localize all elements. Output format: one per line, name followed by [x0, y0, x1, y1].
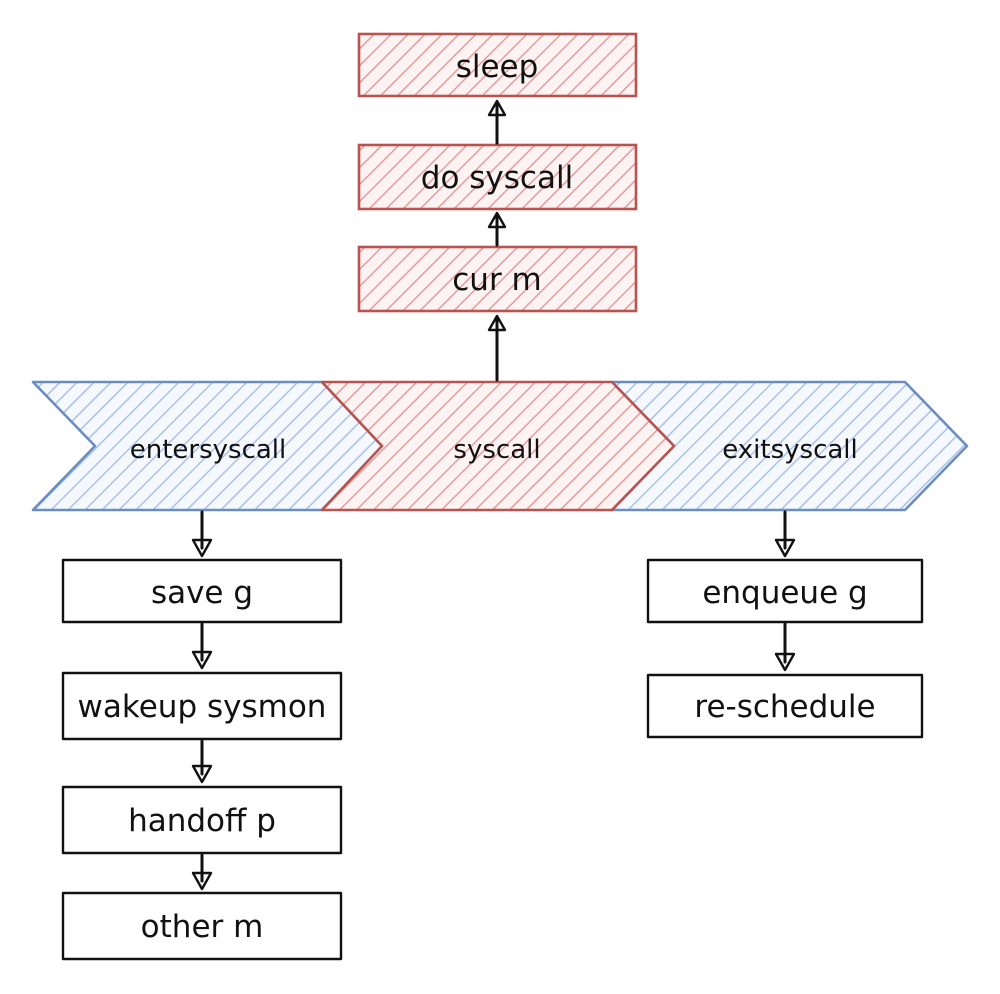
box-save-g: save g [61, 558, 343, 624]
syscall-label: syscall [453, 435, 540, 465]
wakeup-sysmon-label: wakeup sysmon [78, 689, 327, 725]
box-re-schedule: re-schedule [646, 673, 924, 739]
cur-m-label: cur m [452, 262, 542, 298]
arrow-do-syscall-to-sleep [487, 99, 507, 145]
box-sleep: sleep [357, 32, 638, 98]
arrow-entersyscall-to-save-g [191, 510, 213, 558]
entersyscall-label: entersyscall [130, 435, 287, 465]
chevron-entersyscall: entersyscall [31, 380, 384, 512]
save-g-label: save g [151, 575, 253, 611]
arrow-exitsyscall-to-enqueue-g [774, 510, 796, 558]
arrow-enqueue-g-to-re-schedule [774, 622, 796, 672]
arrow-cur-m-to-do-syscall [487, 211, 507, 247]
exitsyscall-label: exitsyscall [722, 435, 858, 465]
box-do-syscall: do syscall [357, 143, 638, 211]
arrow-save-g-to-wakeup-sysmon [191, 622, 213, 670]
box-other-m: other m [61, 891, 343, 961]
arrow-syscall-to-cur-m [487, 314, 507, 382]
arrow-handoff-p-to-other-m [191, 853, 213, 891]
box-wakeup-sysmon: wakeup sysmon [61, 671, 343, 741]
do-syscall-label: do syscall [421, 160, 573, 196]
chevron-exitsyscall: exitsyscall [610, 380, 969, 512]
chevron-syscall: syscall [320, 380, 676, 512]
other-m-label: other m [141, 909, 264, 945]
arrow-wakeup-sysmon-to-handoff-p [191, 739, 213, 784]
handoff-p-label: handoff p [128, 803, 276, 839]
box-cur-m: cur m [357, 245, 638, 313]
box-enqueue-g: enqueue g [646, 558, 924, 624]
enqueue-g-label: enqueue g [702, 575, 867, 611]
box-handoff-p: handoff p [61, 785, 343, 855]
re-schedule-label: re-schedule [694, 689, 875, 725]
sleep-label: sleep [456, 49, 539, 85]
